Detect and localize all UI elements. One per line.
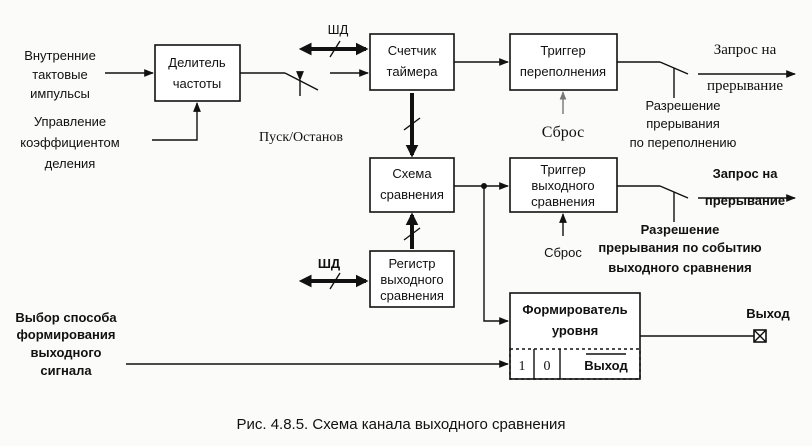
figure-caption: Рис. 4.8.5. Схема канала выходного сравн…: [236, 416, 565, 433]
svg-text:выходного: выходного: [31, 345, 102, 360]
svg-text:сигнала: сигнала: [40, 363, 92, 378]
data-bus-top-label: ШД: [328, 22, 349, 37]
output-pin-icon: [753, 329, 767, 343]
svg-text:прерывания по событию: прерывания по событию: [598, 240, 761, 255]
compare-to-former-wire: [483, 186, 509, 325]
divider-label-1: Делитель: [168, 55, 226, 70]
output-trigger-label-3: сравнения: [531, 194, 595, 209]
divider-block: Делитель частоты: [154, 44, 241, 102]
enable-compare-label: Разрешение прерывания по событию выходно…: [598, 222, 761, 275]
level-former-block: Формирователь уровня 1 0 Выход: [509, 292, 641, 380]
clock-input-label: Внутренние тактовые импульсы: [24, 48, 96, 101]
overflow-reset-label: Сброс: [542, 124, 585, 141]
data-bus-bottom-label: ШД: [318, 256, 341, 271]
svg-text:Внутренние: Внутренние: [24, 48, 96, 63]
compare-register-label-1: Регистр: [388, 256, 435, 271]
svg-text:прерывания: прерывания: [646, 116, 720, 131]
enable-overflow-label: Разрешение прерывания по переполнению: [630, 98, 737, 150]
output-pin-label: Выход: [746, 306, 790, 321]
irq-compare-label: Запрос на прерывание: [705, 166, 785, 208]
timer-counter-label-1: Счетчик: [388, 43, 437, 58]
svg-text:импульсы: импульсы: [30, 86, 90, 101]
overflow-trigger-block: Триггер переполнения: [509, 33, 618, 91]
divider-label-2: частоты: [173, 76, 222, 91]
svg-text:выходного сравнения: выходного сравнения: [608, 260, 752, 275]
mode-cell-0: 0: [544, 359, 551, 374]
overflow-trigger-label-2: переполнения: [520, 64, 606, 79]
output-reset-label: Сброс: [544, 245, 582, 260]
svg-text:деления: деления: [45, 156, 96, 171]
svg-text:прерывание: прерывание: [705, 193, 785, 208]
irq-overflow-label: Запрос на прерывание: [707, 42, 783, 94]
mode-cell-output: Выход: [584, 358, 628, 373]
division-control-wire: [152, 102, 201, 141]
svg-text:Управление: Управление: [34, 114, 106, 129]
svg-text:Запрос на: Запрос на: [713, 166, 779, 181]
compare-register-label-2: выходного: [380, 272, 443, 287]
compare-register-label-3: сравнения: [380, 288, 444, 303]
data-bus-bottom-slash: [329, 272, 341, 290]
svg-text:формирования: формирования: [17, 327, 116, 342]
timer-counter-label-2: таймера: [387, 64, 439, 79]
svg-text:Разрешение: Разрешение: [641, 222, 720, 237]
output-trigger-block: Триггер выходного сравнения: [509, 157, 618, 213]
overflow-trigger-label-1: Триггер: [540, 43, 585, 58]
svg-text:Выбор способа: Выбор способа: [15, 310, 117, 325]
compare-circuit-block: Схема сравнения: [369, 157, 455, 213]
level-former-label-1: Формирователь: [522, 302, 627, 317]
start-stop-switch[interactable]: [284, 72, 319, 91]
compare-circuit-label-2: сравнения: [380, 187, 444, 202]
division-control-label: Управление коэффициентом деления: [20, 114, 120, 171]
compare-register-block: Регистр выходного сравнения: [369, 250, 455, 308]
compare-circuit-label-1: Схема: [392, 166, 432, 181]
svg-text:Разрешение: Разрешение: [645, 98, 720, 113]
counter-to-compare-slash: [403, 117, 421, 131]
svg-text:Запрос на: Запрос на: [714, 42, 777, 58]
svg-text:коэффициентом: коэффициентом: [20, 135, 120, 150]
svg-text:прерывание: прерывание: [707, 78, 783, 94]
start-stop-label: Пуск/Останов: [259, 130, 343, 145]
data-bus-top-slash: [329, 40, 341, 58]
output-trigger-label-2: выходного: [531, 178, 594, 193]
svg-text:тактовые: тактовые: [32, 67, 87, 82]
level-former-label-2: уровня: [552, 323, 598, 338]
svg-text:по переполнению: по переполнению: [630, 135, 737, 150]
output-trigger-label-1: Триггер: [540, 162, 585, 177]
timer-counter-block: Счетчик таймера: [369, 33, 455, 91]
mode-cell-1: 1: [519, 359, 526, 374]
register-to-compare-slash: [403, 227, 421, 241]
mode-select-label: Выбор способа формирования выходного сиг…: [15, 310, 117, 378]
